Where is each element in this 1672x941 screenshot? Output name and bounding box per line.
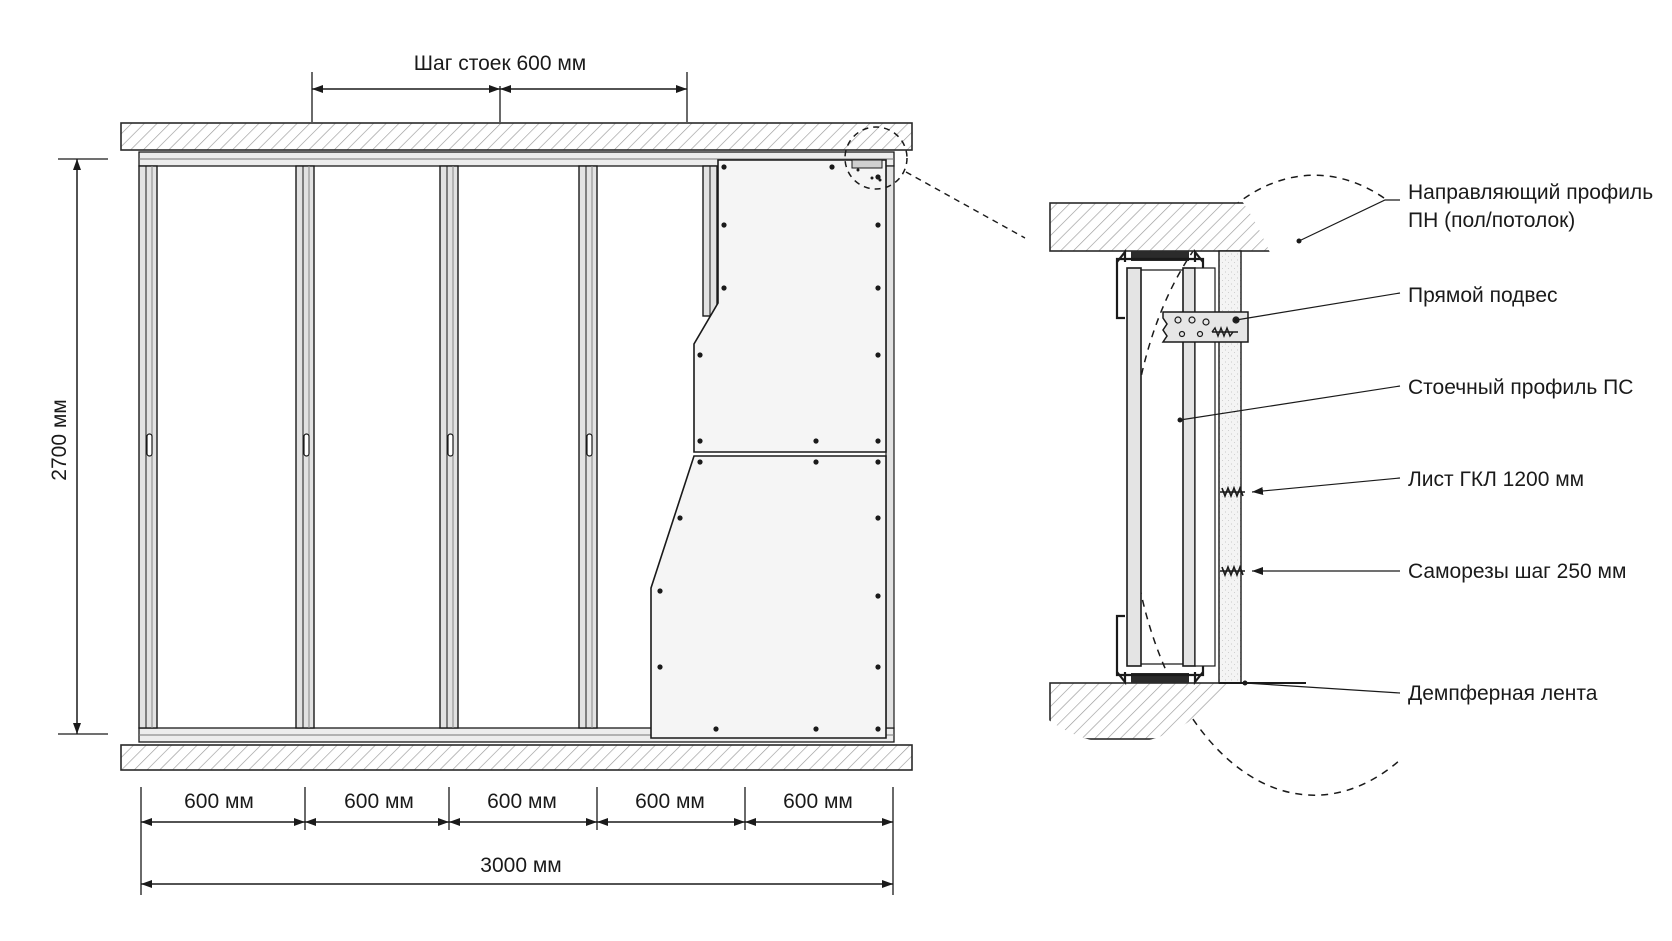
detail-marker-circle [844, 126, 908, 190]
detail-direct-hanger [1161, 311, 1249, 343]
callout-damper-tape: Демпферная лента [1408, 682, 1598, 705]
stud-profile [439, 165, 459, 729]
height-label: 2700 мм [48, 399, 71, 480]
dimension-stud-pitch: Шаг стоек 600 мм [311, 52, 688, 122]
stud-profile [295, 165, 315, 729]
detail-damper-tape-top [1131, 251, 1189, 261]
section-detail [1049, 174, 1401, 796]
callout-leaders [1179, 199, 1401, 694]
segment-label-3: 600 мм [487, 790, 557, 813]
detail-marker-content [851, 159, 883, 182]
detail-damper-tape-bottom [1131, 673, 1189, 683]
wall-elevation [120, 122, 1026, 771]
detail-screw [1220, 485, 1245, 499]
callout-screws: Саморезы шаг 250 мм [1408, 560, 1626, 583]
callout-guide-profile-line1: Направляющий профиль [1408, 181, 1653, 204]
end-stud-profile [885, 165, 895, 729]
floor-slab [120, 744, 913, 771]
stud-profile [578, 165, 598, 729]
board-screws [657, 164, 881, 732]
segment-label-5: 600 мм [783, 790, 853, 813]
total-width-label: 3000 мм [480, 854, 561, 877]
segment-label-2: 600 мм [344, 790, 414, 813]
stud-pitch-label: Шаг стоек 600 мм [414, 52, 586, 75]
callout-labels: Направляющий профиль ПН (пол/потолок) Пр… [1408, 181, 1653, 705]
segment-label-1: 600 мм [184, 790, 254, 813]
gypsum-board-lower [650, 455, 887, 739]
dimension-segments: 600 мм 600 мм 600 мм 600 мм 600 мм [140, 787, 894, 895]
detail-connector-line [905, 171, 1026, 239]
gypsum-board-upper [693, 159, 887, 453]
stud-profile [702, 165, 718, 317]
detail-stud-profile [1126, 267, 1216, 667]
callout-stud-profile: Стоечный профиль ПС [1408, 376, 1633, 399]
callout-direct-hanger: Прямой подвес [1408, 284, 1558, 307]
callout-guide-profile-line2: ПН (пол/потолок) [1408, 209, 1575, 232]
callout-gypsum-board: Лист ГКЛ 1200 мм [1408, 468, 1584, 491]
dimension-total-width: 3000 мм [141, 854, 893, 888]
callout-dots [1177, 238, 1302, 686]
ceiling-slab [120, 122, 913, 151]
segment-label-4: 600 мм [635, 790, 705, 813]
detail-floor-slab [1049, 682, 1305, 740]
stud-profile [138, 165, 158, 729]
detail-ceiling-slab [1049, 202, 1305, 252]
top-guide-track [138, 151, 895, 167]
dimension-height: 2700 мм [48, 158, 108, 735]
detail-screw [1220, 564, 1245, 578]
